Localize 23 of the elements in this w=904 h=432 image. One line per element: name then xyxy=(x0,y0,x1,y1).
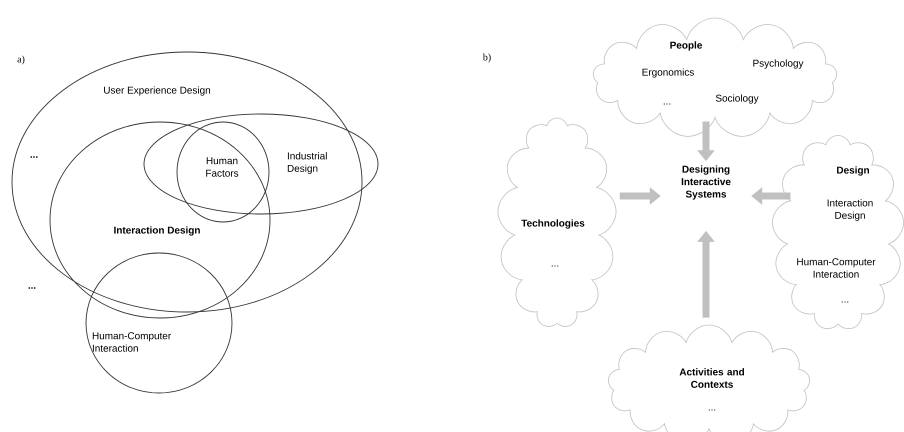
heading: Activities and Contexts xyxy=(680,368,744,388)
label: Psychology xyxy=(753,59,804,69)
heading: People xyxy=(670,41,702,51)
label: b) xyxy=(482,53,491,63)
label: Human-Computer Interaction xyxy=(797,258,876,278)
label: Interaction Design xyxy=(828,199,873,221)
label: Ergonomics xyxy=(642,68,694,78)
heading: Interaction Design xyxy=(114,226,200,236)
label: Industrial Design xyxy=(288,152,327,174)
label: ... xyxy=(30,156,38,158)
label: a) xyxy=(17,55,24,65)
label: Sociology xyxy=(716,94,759,104)
label: Human Factors xyxy=(206,157,238,177)
label: ... xyxy=(708,409,716,411)
label: ... xyxy=(842,301,848,303)
center-label: Designing Interactive Systems xyxy=(682,165,731,200)
heading: Design xyxy=(837,166,869,176)
label: ... xyxy=(28,287,36,289)
label: ... xyxy=(552,265,558,267)
label: User Experience Design xyxy=(104,86,210,96)
label: ... xyxy=(664,103,670,105)
label: Human-Computer Interaction xyxy=(92,332,171,352)
heading: Technologies xyxy=(521,219,584,229)
